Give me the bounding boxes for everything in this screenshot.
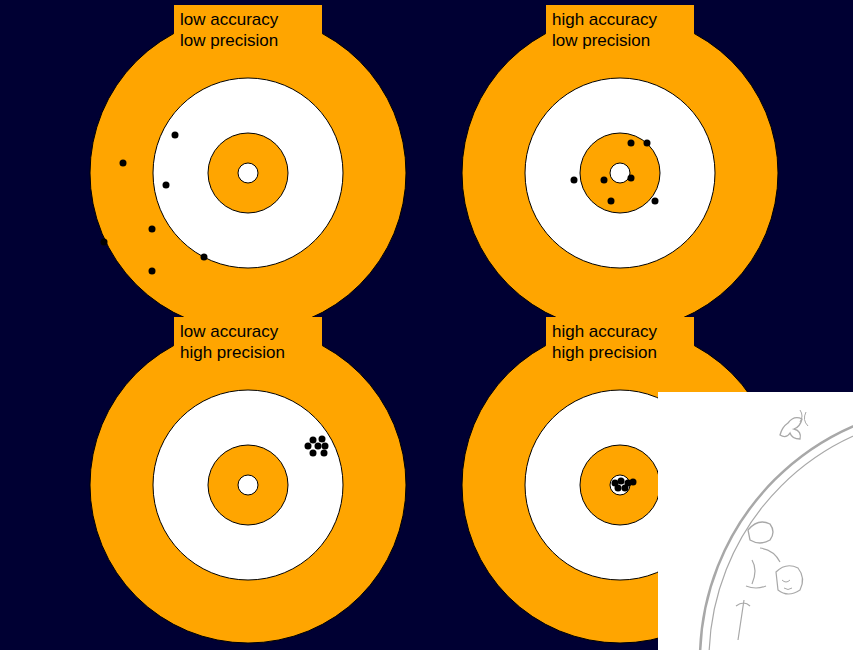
label-box: high accuracy low precision [546, 5, 694, 56]
label-box: low accuracy low precision [174, 5, 322, 56]
outer-ring [90, 15, 406, 331]
seal-outline [700, 405, 853, 650]
label-text: low accuracy high precision [180, 321, 295, 363]
outer-ring [90, 327, 406, 643]
shot-dots [305, 436, 329, 457]
label-text: high accuracy high precision [552, 321, 667, 363]
bullseye [610, 163, 630, 183]
seal-overlay [658, 392, 853, 650]
white-ring [153, 390, 343, 580]
target [90, 15, 406, 331]
label-text: high accuracy low precision [552, 9, 667, 51]
inner-ring [580, 133, 660, 213]
label-box: high accuracy high precision [546, 317, 694, 368]
inner-ring [208, 445, 288, 525]
label-text: low accuracy low precision [180, 9, 295, 51]
inner-ring [580, 445, 660, 525]
white-ring [525, 78, 715, 268]
white-ring [153, 78, 343, 268]
target [462, 15, 778, 331]
label-box: low accuracy high precision [174, 317, 322, 368]
inner-ring [208, 133, 288, 213]
outer-ring [462, 15, 778, 331]
shot-dots [571, 140, 659, 205]
overlay-panel [658, 392, 853, 650]
target [90, 327, 406, 643]
shot-dots [612, 478, 637, 492]
shot-dots [101, 132, 208, 275]
bullseye [238, 475, 258, 495]
bullseye [238, 163, 258, 183]
